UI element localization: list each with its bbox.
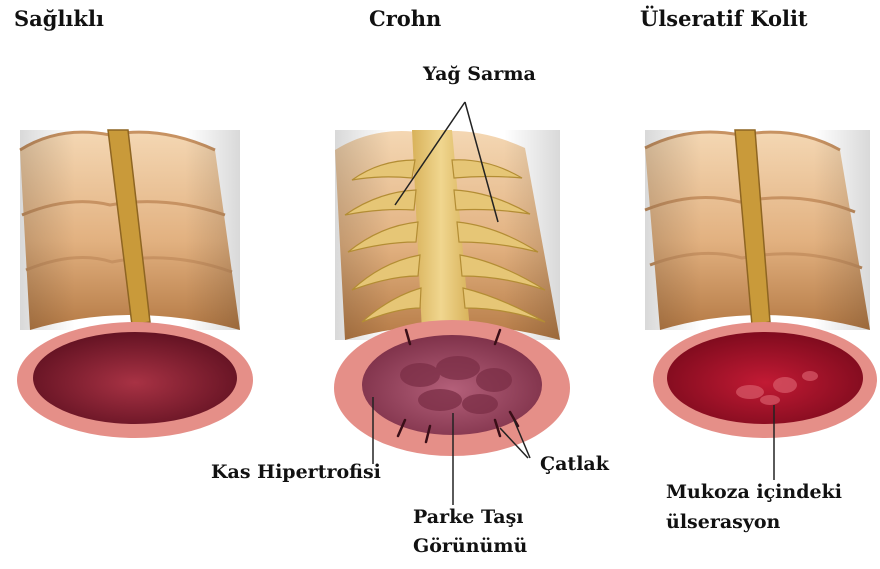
crohn-colon [334,130,570,456]
panel-title-crohn: Crohn [369,6,441,31]
label-mucosal-ulcer-1: Mukoza içindeki [666,480,842,505]
label-mucosal-ulcer-2: ülserasyon [666,510,780,535]
healthy-lumen [33,332,237,424]
label-fat-wrapping: Yağ Sarma [423,62,536,87]
label-fissure: Çatlak [540,452,609,477]
healthy-colon [17,130,253,438]
uc-lumen [667,332,863,424]
label-cobblestone-2: Görünümü [413,534,527,559]
panel-title-uc: Ülseratif Kolit [640,6,808,31]
label-muscle-hypertrophy: Kas Hipertrofisi [211,460,381,485]
uc-colon [645,130,877,438]
panel-title-healthy: Sağlıklı [14,6,104,31]
label-cobblestone-1: Parke Taşı [413,505,524,530]
